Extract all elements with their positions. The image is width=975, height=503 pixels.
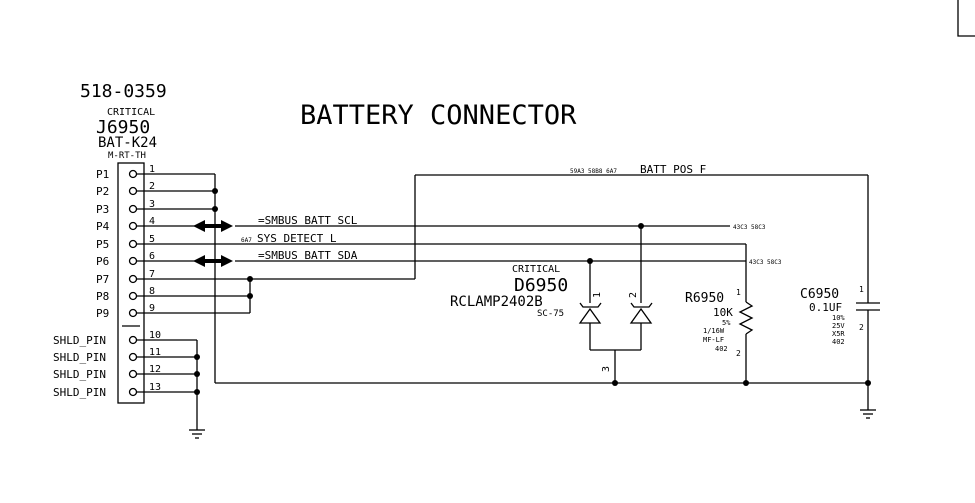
svg-text:6: 6 (149, 251, 155, 262)
capacitor-voltage: 25V (832, 322, 845, 330)
connector-shield-pin-13: SHLD_PIN 13 (53, 382, 161, 399)
connector-footprint: M-RT-TH (108, 151, 146, 161)
svg-text:1: 1 (149, 164, 155, 175)
svg-text:SHLD_PIN: SHLD_PIN (53, 334, 106, 347)
svg-text:SHLD_PIN: SHLD_PIN (53, 386, 106, 399)
junction-dot (194, 371, 200, 377)
svg-text:P1: P1 (96, 168, 109, 181)
connector-pin-3: P3 3 (96, 199, 155, 216)
connector-shield-pin-10: SHLD_PIN 10 (53, 330, 161, 347)
capacitor-tolerance: 10% (832, 314, 845, 322)
resistor-tolerance: 5% (722, 319, 731, 327)
diode-package: SC-75 (537, 309, 564, 319)
sys-detect-net-label: SYS_DETECT_L (257, 232, 337, 245)
sheet-border (957, 0, 975, 37)
svg-text:P7: P7 (96, 273, 109, 286)
svg-text:P9: P9 (96, 307, 109, 320)
svg-text:10: 10 (149, 330, 161, 341)
capacitor-size: 402 (832, 338, 845, 346)
svg-text:P2: P2 (96, 185, 109, 198)
connector-shield-pin-11: SHLD_PIN 11 (53, 347, 161, 364)
connector-body (117, 162, 145, 404)
connector-part-number: 518-0359 (80, 81, 167, 102)
connector-pin-8: P8 8 (96, 286, 155, 303)
svg-text:11: 11 (149, 347, 161, 358)
resistor-r6950 (738, 244, 754, 386)
diode-value: RCLAMP2402B (450, 294, 543, 310)
ground-symbol-icon (189, 429, 205, 439)
capacitor-value: 0.1UF (809, 301, 842, 314)
junction-dot (212, 206, 218, 212)
capacitor-dielectric: X5R (832, 330, 845, 338)
sheet-title: BATTERY CONNECTOR (300, 100, 577, 131)
resistor-power: 1/16W (703, 327, 725, 335)
connector-refdes: J6950 (96, 117, 150, 138)
connector-pin-6: P6 6 (96, 251, 155, 268)
connector-value: BAT-K24 (98, 135, 157, 151)
resistor-pin2-label: 2 (736, 349, 741, 358)
ground-symbol-icon (860, 409, 876, 419)
svg-text:SHLD_PIN: SHLD_PIN (53, 351, 106, 364)
connector-pin-9: P9 9 (96, 303, 155, 320)
diode-pin1-label: 1 (592, 292, 603, 298)
svg-text:9: 9 (149, 303, 155, 314)
svg-text:8: 8 (149, 286, 155, 297)
junction-dot (247, 293, 253, 299)
resistor-pin1-label: 1 (736, 288, 741, 297)
capacitor-pin1-label: 1 (859, 285, 864, 294)
junction-dot (194, 354, 200, 360)
scl-net-label: =SMBUS_BATT_SCL (258, 214, 358, 227)
diode-d6950 (578, 226, 653, 386)
connector-pin-5: P5 5 (96, 234, 155, 251)
sys-detect-refs: 6A7 (241, 237, 252, 244)
svg-text:13: 13 (149, 382, 161, 393)
diode-pin2-label: 2 (628, 292, 639, 298)
connector-pin-2: P2 2 (96, 181, 155, 198)
connector-pin-7: P7 7 (96, 269, 155, 286)
connector-pin-4: P4 4 (96, 216, 155, 233)
resistor-type: MF-LF (703, 336, 724, 344)
sda-net-label: =SMBUS_BATT_SDA (258, 249, 358, 262)
svg-text:P3: P3 (96, 203, 109, 216)
junction-dot (194, 389, 200, 395)
svg-text:4: 4 (149, 216, 155, 227)
sda-bidir-arrow-icon (193, 255, 233, 267)
diode-refdes: D6950 (514, 275, 568, 296)
junction-dot (212, 188, 218, 194)
svg-text:P5: P5 (96, 238, 109, 251)
connector-shield-pin-12: SHLD_PIN 12 (53, 364, 161, 381)
connector-critical-label: CRITICAL (107, 107, 155, 118)
scl-bidir-arrow-icon (193, 220, 233, 232)
resistor-refdes: R6950 (685, 291, 724, 306)
scl-refs: 43C3 58C3 (733, 224, 766, 231)
svg-text:12: 12 (149, 364, 161, 375)
diode-pin3-label: 3 (601, 366, 612, 372)
capacitor-refdes: C6950 (800, 287, 839, 302)
capacitor-pin2-label: 2 (859, 323, 864, 332)
svg-text:P8: P8 (96, 290, 109, 303)
connector-pin-1: P1 1 (96, 164, 155, 181)
svg-text:P6: P6 (96, 255, 109, 268)
svg-text:2: 2 (149, 181, 155, 192)
diode-critical-label: CRITICAL (512, 264, 560, 275)
capacitor-c6950 (856, 175, 880, 410)
pin-stubs (137, 173, 250, 393)
svg-text:5: 5 (149, 234, 155, 245)
resistor-size: 402 (715, 345, 728, 353)
svg-text:P4: P4 (96, 220, 110, 233)
batt-pos-refs: 59A3 58B8 6A7 (570, 168, 617, 175)
resistor-value: 10K (713, 306, 733, 319)
svg-text:7: 7 (149, 269, 155, 280)
svg-text:3: 3 (149, 199, 155, 210)
batt-pos-net-label: BATT_POS_F (640, 163, 706, 176)
sda-refs: 43C3 58C3 (749, 259, 782, 266)
svg-text:SHLD_PIN: SHLD_PIN (53, 368, 106, 381)
